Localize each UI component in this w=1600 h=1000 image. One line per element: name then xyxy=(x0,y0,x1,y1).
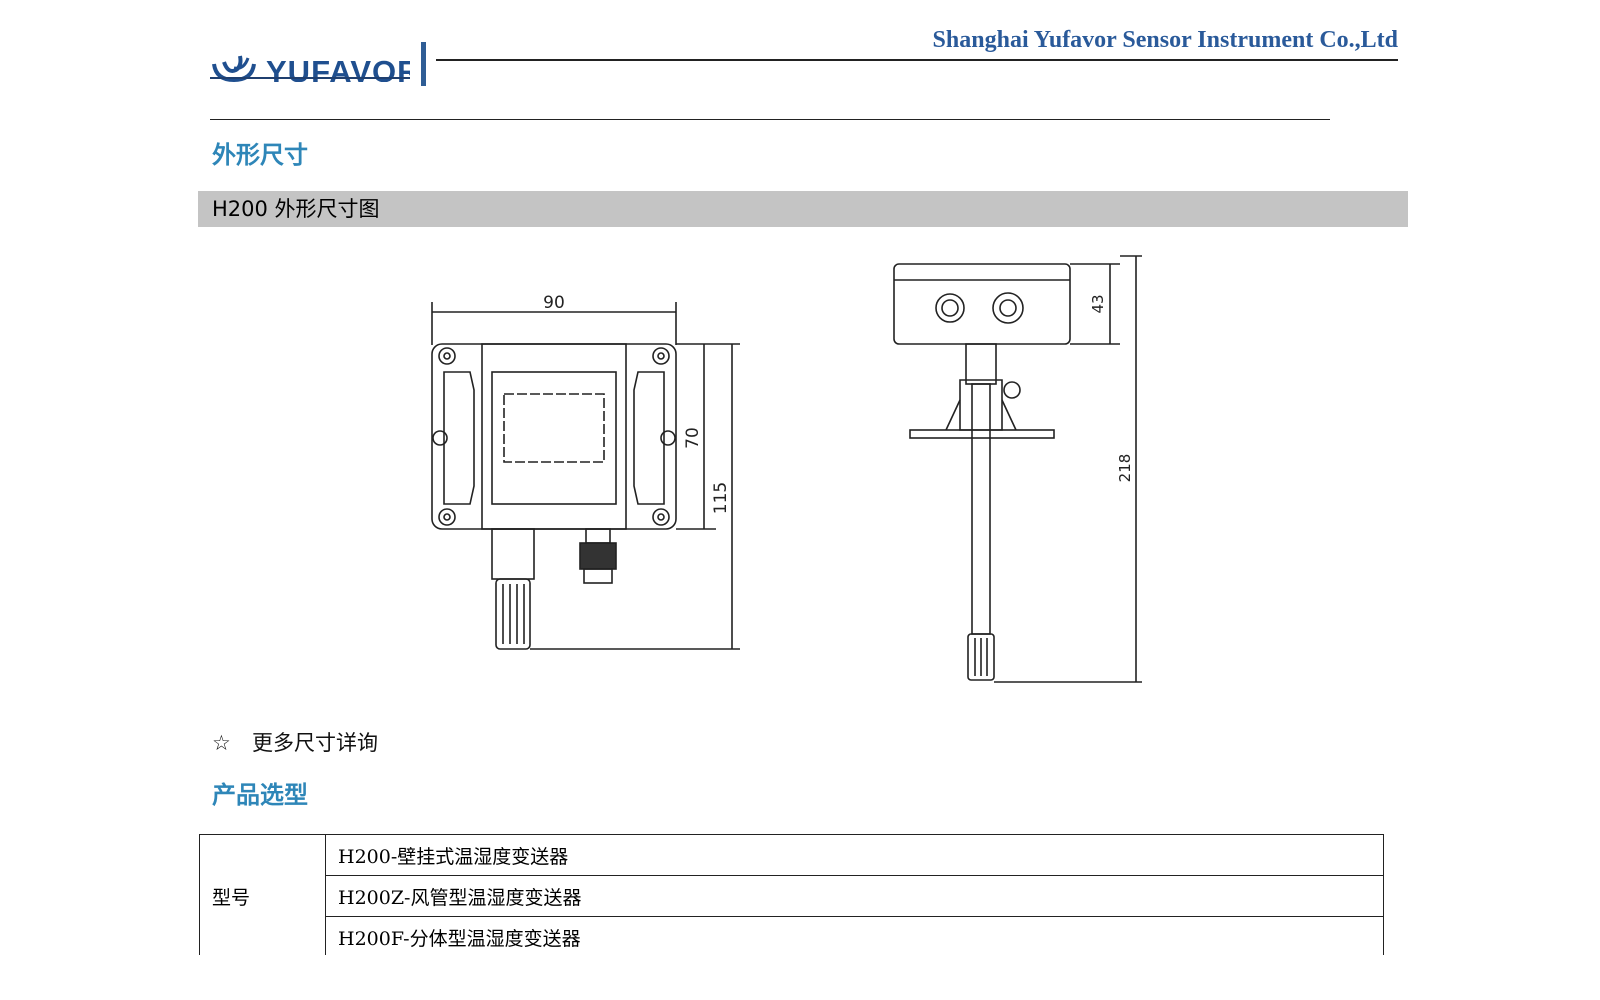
logo-underline xyxy=(210,77,410,79)
total-height-dimension: 115 xyxy=(530,343,740,650)
table-row: H200Z-风管型温湿度变送器 xyxy=(200,875,1384,917)
duct-probe xyxy=(909,343,1055,681)
body-height-label: 70 xyxy=(683,427,703,449)
cable-gland xyxy=(579,528,617,584)
body-height-dimension: 70 xyxy=(676,343,716,530)
width-dimension: 90 xyxy=(431,293,677,345)
section-title-selection: 产品选型 xyxy=(212,781,308,809)
figure-caption-bar: H200 外形尺寸图 xyxy=(198,191,1408,227)
humidity-probe xyxy=(491,528,535,650)
model-table: 型号 H200-壁挂式温湿度变送器 H200Z-风管型温湿度变送器 H200F-… xyxy=(199,834,1384,955)
company-name-text: Shanghai Yufavor Sensor Instrument Co.,L… xyxy=(932,28,1398,52)
side-view-drawing: 43 218 xyxy=(893,255,1142,683)
company-logo: YUFAVOR xyxy=(210,30,410,82)
header-rule xyxy=(436,59,1398,61)
company-name: Shanghai Yufavor Sensor Instrument Co.,L… xyxy=(880,28,1398,52)
transmitter-body xyxy=(431,343,677,530)
section-divider xyxy=(210,119,1330,120)
model-value-cell: H200Z-风管型温湿度变送器 xyxy=(325,875,1384,917)
model-label-cell: 型号 xyxy=(199,834,326,955)
box-height-label: 43 xyxy=(1089,294,1107,313)
table-row: 型号 H200-壁挂式温湿度变送器 xyxy=(199,834,1384,955)
model-value-cell: H200F-分体型温湿度变送器 xyxy=(325,916,1384,955)
model-value-cell: H200-壁挂式温湿度变送器 xyxy=(325,834,1384,876)
table-row: H200F-分体型温湿度变送器 xyxy=(200,916,1384,955)
logo-mark-icon xyxy=(212,55,256,82)
front-view-drawing: 90 70 115 xyxy=(431,293,740,650)
note-text: 更多尺寸详询 xyxy=(252,731,378,755)
section-title-dimensions: 外形尺寸 xyxy=(212,141,308,169)
width-dimension-label: 90 xyxy=(543,293,565,313)
total-height-label: 115 xyxy=(711,482,731,514)
box-height-dimension: 43 xyxy=(1070,263,1120,345)
star-icon: ☆ xyxy=(212,731,231,755)
duct-housing xyxy=(893,263,1071,345)
dimension-note: ☆ 更多尺寸详询 xyxy=(212,728,378,758)
overall-height-label: 218 xyxy=(1116,454,1134,483)
overall-height-dimension: 218 xyxy=(994,255,1142,683)
model-table-container: 型号 H200-壁挂式温湿度变送器 H200Z-风管型温湿度变送器 H200F-… xyxy=(190,834,1430,955)
header-accent-bar xyxy=(421,42,426,86)
figure-caption: H200 外形尺寸图 xyxy=(212,197,380,221)
